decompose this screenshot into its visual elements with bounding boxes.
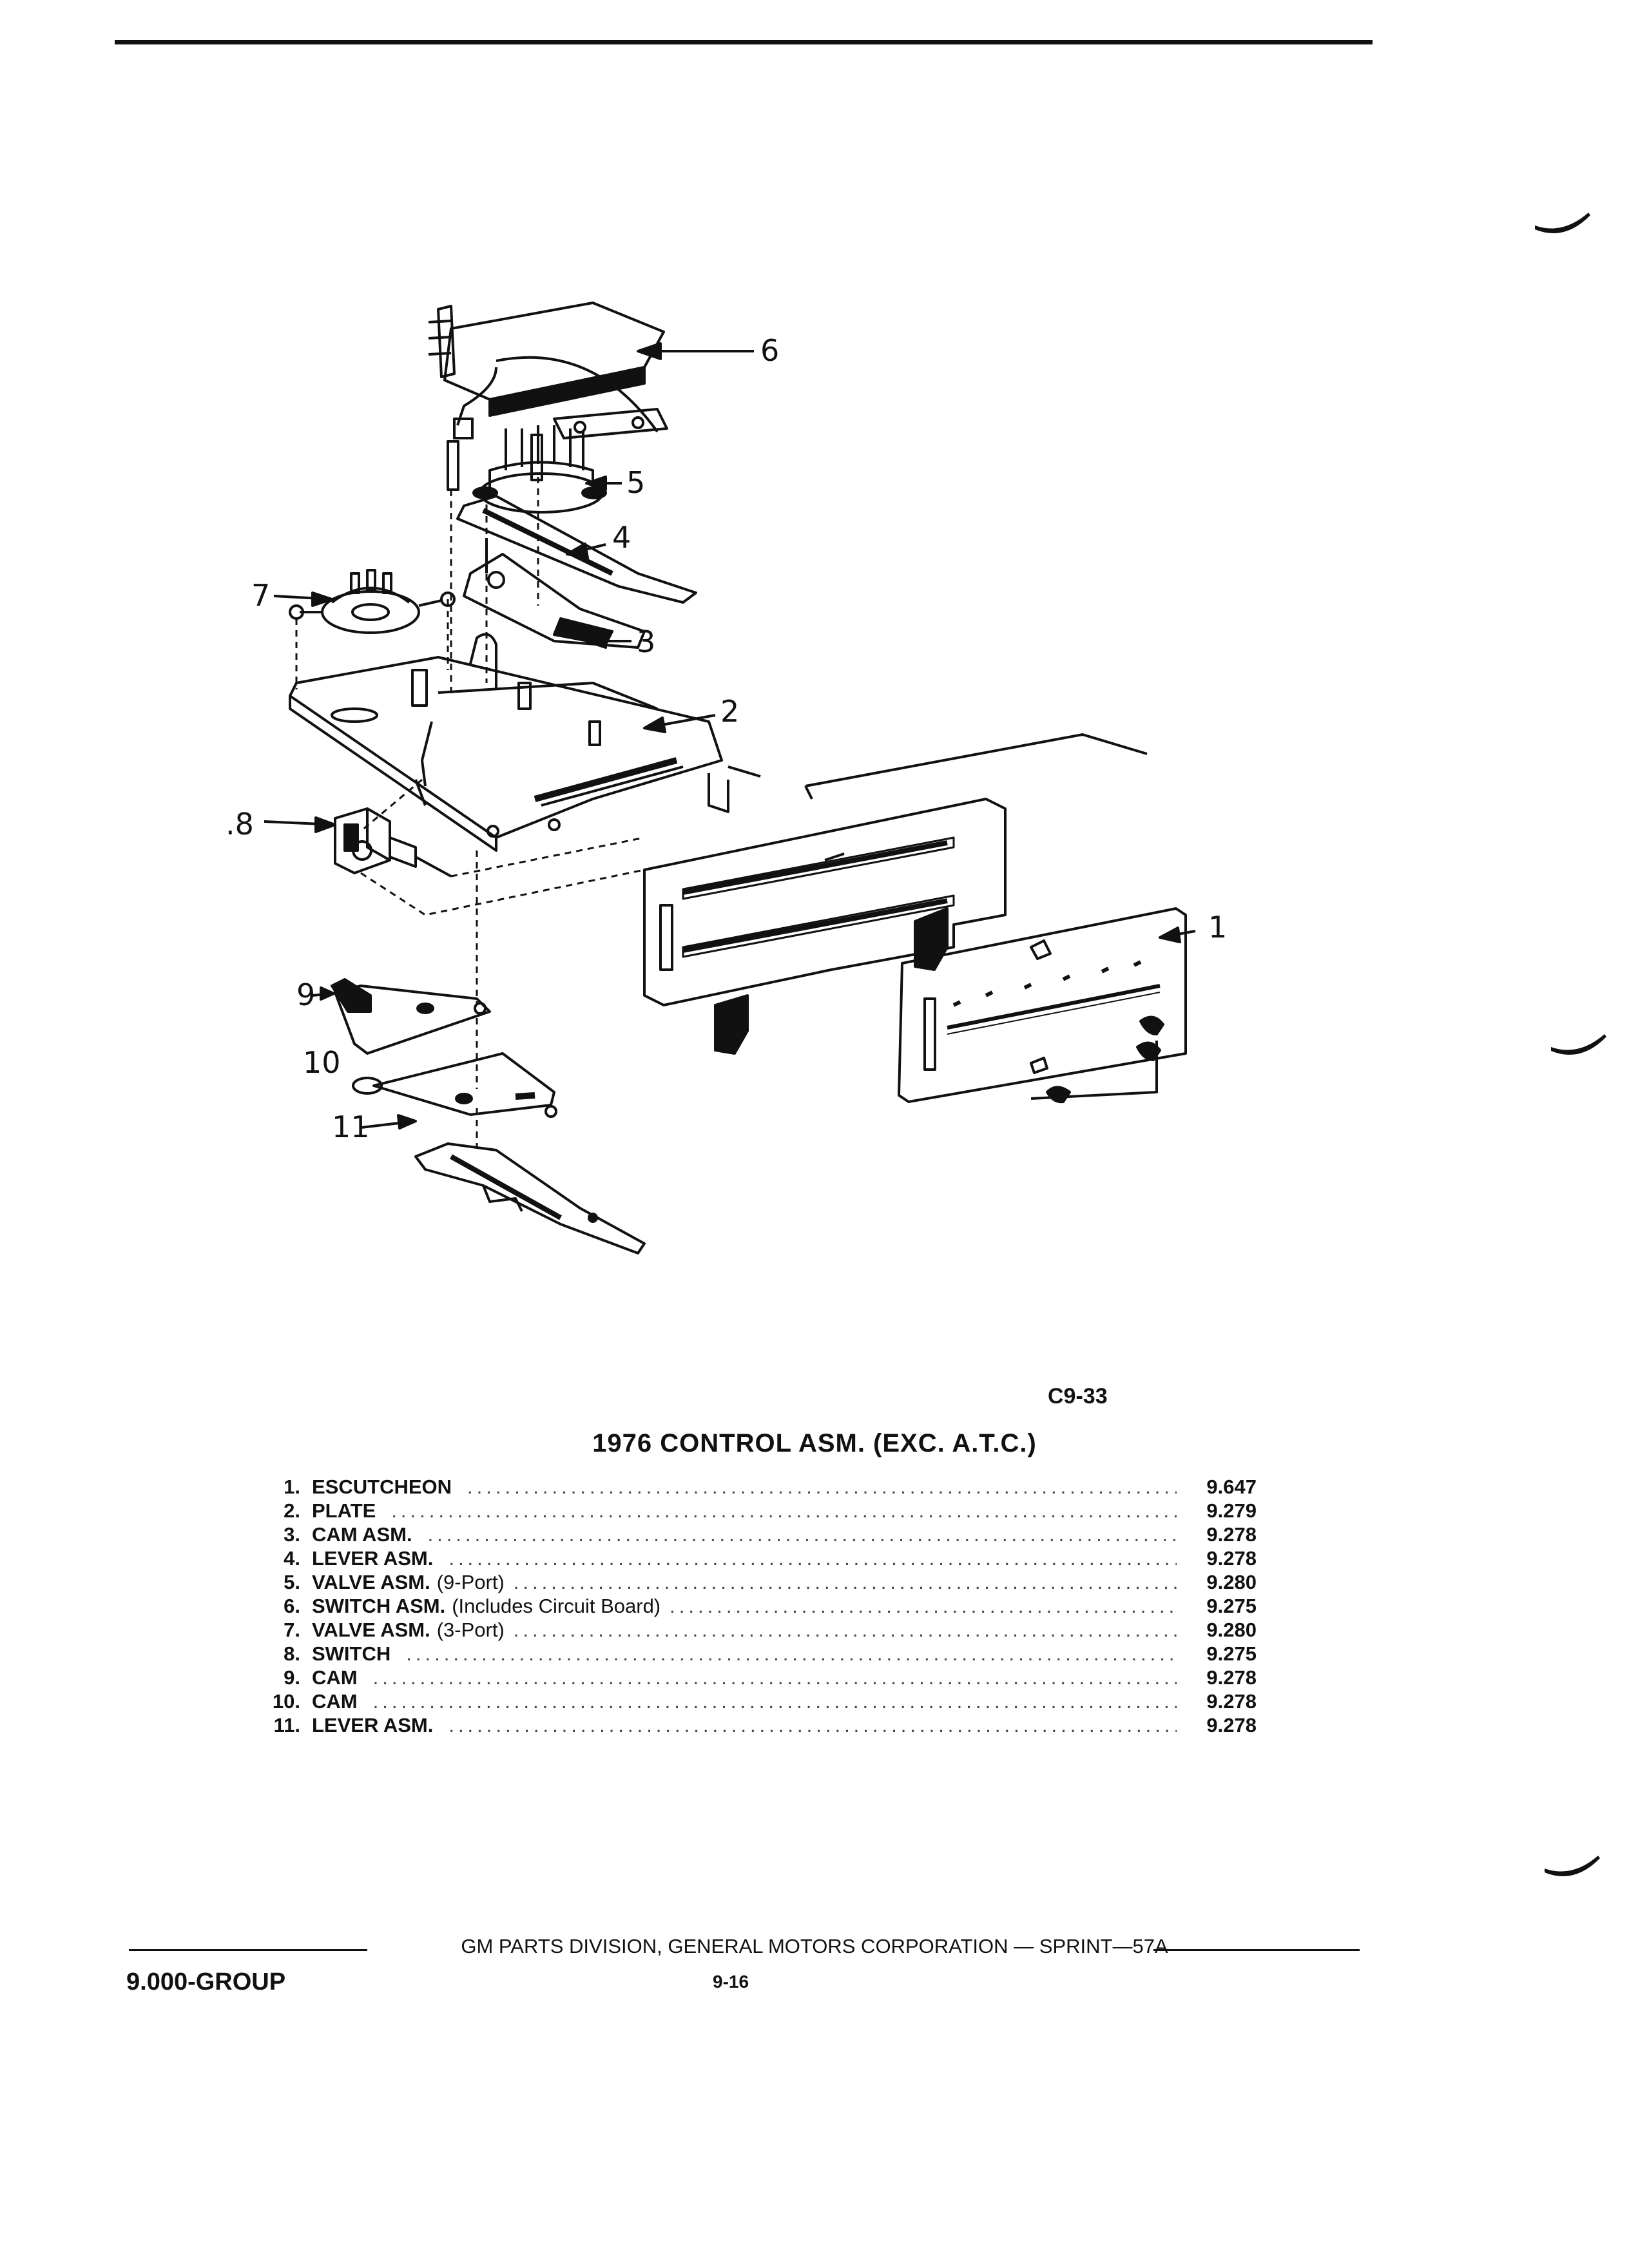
footer-rule-left xyxy=(129,1949,367,1951)
dot-leader: ........................................… xyxy=(467,1475,1177,1498)
parts-list-row: 2. PLATE ...............................… xyxy=(258,1499,1257,1523)
parts-list-row: 6. SWITCH ASM. (Includes Circuit Board) … xyxy=(258,1595,1257,1619)
switch-part xyxy=(334,807,452,878)
part-group-number: 9.278 xyxy=(1206,1666,1257,1689)
parts-list-row: 8. SWITCH ..............................… xyxy=(258,1642,1257,1666)
part-number: 7. xyxy=(284,1619,300,1641)
parts-list-row: 5. VALVE ASM. (9-Port) .................… xyxy=(258,1571,1257,1595)
part-note: (Includes Circuit Board) xyxy=(452,1595,661,1617)
callout-5: 5 xyxy=(626,465,645,500)
parts-list-row: 1. ESCUTCHEON ..........................… xyxy=(258,1475,1257,1499)
escutcheon-part xyxy=(643,733,1187,1104)
part-name: LEVER ASM. xyxy=(312,1714,434,1736)
parts-list-row: 11. LEVER ASM. .........................… xyxy=(258,1714,1257,1738)
exploded-view-diagram: 6 5 4 3 2 7 .8 9 10 11 1 xyxy=(226,302,1227,1254)
part-number: 4. xyxy=(284,1547,300,1570)
plate-part xyxy=(289,633,761,852)
dot-leader: ........................................… xyxy=(448,1714,1177,1736)
dot-leader: ........................................… xyxy=(372,1666,1177,1689)
page-number: 9-16 xyxy=(713,1972,749,1992)
part-name: PLATE xyxy=(312,1499,376,1522)
part-name: VALVE ASM. xyxy=(312,1571,430,1593)
dot-leader: ........................................… xyxy=(670,1595,1177,1617)
parts-list-row: 4. LEVER ASM. ..........................… xyxy=(258,1547,1257,1571)
callout-1: 1 xyxy=(1208,910,1227,945)
dot-leader: ........................................… xyxy=(406,1642,1177,1665)
callout-8: .8 xyxy=(226,807,254,841)
part-number: 10. xyxy=(272,1690,300,1713)
part-group-number: 9.278 xyxy=(1206,1523,1257,1546)
cam-part xyxy=(352,1052,557,1118)
part-number: 9. xyxy=(284,1666,300,1689)
part-name: CAM ASM. xyxy=(312,1523,412,1546)
binding-mark xyxy=(1545,1856,1600,1877)
callout-3: 3 xyxy=(637,624,655,659)
callout-6: 6 xyxy=(760,333,779,368)
part-group-number: 9.275 xyxy=(1206,1642,1257,1665)
dot-leader: ........................................… xyxy=(372,1690,1177,1713)
dot-leader: ........................................… xyxy=(513,1619,1177,1641)
alignment-lines xyxy=(295,477,645,1147)
part-name: VALVE ASM. xyxy=(312,1619,430,1641)
part-group-number: 9.647 xyxy=(1206,1475,1257,1498)
part-number: 6. xyxy=(284,1595,300,1617)
callout-2: 2 xyxy=(720,694,739,729)
parts-list-row: 7. VALVE ASM. (3-Port) .................… xyxy=(258,1619,1257,1642)
parts-list-row: 9. CAM .................................… xyxy=(258,1666,1257,1690)
parts-list-row: 3. CAM ASM. ............................… xyxy=(258,1523,1257,1547)
switch-asm-part xyxy=(428,302,668,439)
callout-9: 9 xyxy=(296,977,315,1012)
part-group-number: 9.278 xyxy=(1206,1547,1257,1570)
lever-asm-part xyxy=(456,495,697,604)
part-note: (9-Port) xyxy=(436,1571,505,1593)
footer-publisher: GM PARTS DIVISION, GENERAL MOTORS CORPOR… xyxy=(461,1935,1168,1957)
valve-9-port-part xyxy=(447,425,607,514)
parts-list-title: 1976 CONTROL ASM. (EXC. A.T.C.) xyxy=(592,1429,1037,1457)
part-name: SWITCH ASM. xyxy=(312,1595,446,1617)
part-number: 2. xyxy=(284,1499,300,1522)
part-group-number: 9.278 xyxy=(1206,1714,1257,1736)
part-group-number: 9.275 xyxy=(1206,1595,1257,1617)
part-number: 11. xyxy=(273,1714,300,1736)
footer-rule-right xyxy=(1153,1949,1360,1951)
footer-group-label: 9.000-GROUP xyxy=(126,1968,286,1995)
parts-list: 1. ESCUTCHEON ..........................… xyxy=(258,1475,1257,1738)
part-group-number: 9.279 xyxy=(1206,1499,1257,1522)
dot-leader: ........................................… xyxy=(391,1499,1177,1522)
callout-arrows xyxy=(264,342,1196,1129)
part-number: 3. xyxy=(284,1523,300,1546)
part-group-number: 9.278 xyxy=(1206,1690,1257,1713)
cam-part xyxy=(331,978,491,1055)
part-number: 5. xyxy=(284,1571,300,1593)
dot-leader: ........................................… xyxy=(427,1523,1177,1546)
part-name: CAM xyxy=(312,1690,358,1713)
lever-asm-part xyxy=(414,1142,646,1254)
part-group-number: 9.280 xyxy=(1206,1619,1257,1641)
top-rule xyxy=(115,40,1373,44)
dot-leader: ........................................… xyxy=(448,1547,1177,1570)
valve-3-port-part xyxy=(289,569,456,634)
binding-mark xyxy=(1551,1034,1606,1055)
callout-11: 11 xyxy=(332,1110,370,1144)
binding-mark xyxy=(1535,213,1590,234)
dot-leader: ........................................… xyxy=(513,1571,1177,1593)
figure-code: C9-33 xyxy=(1048,1384,1108,1408)
part-note: (3-Port) xyxy=(436,1619,505,1641)
callout-4: 4 xyxy=(612,520,631,555)
part-name: CAM xyxy=(312,1666,358,1689)
part-name: ESCUTCHEON xyxy=(312,1475,452,1498)
part-number: 8. xyxy=(284,1642,300,1665)
callout-10: 10 xyxy=(303,1045,341,1080)
parts-list-row: 10. CAM ................................… xyxy=(258,1690,1257,1714)
part-number: 1. xyxy=(284,1475,300,1498)
part-name: LEVER ASM. xyxy=(312,1547,434,1570)
part-group-number: 9.280 xyxy=(1206,1571,1257,1593)
callout-7: 7 xyxy=(251,578,270,613)
part-name: SWITCH xyxy=(312,1642,391,1665)
